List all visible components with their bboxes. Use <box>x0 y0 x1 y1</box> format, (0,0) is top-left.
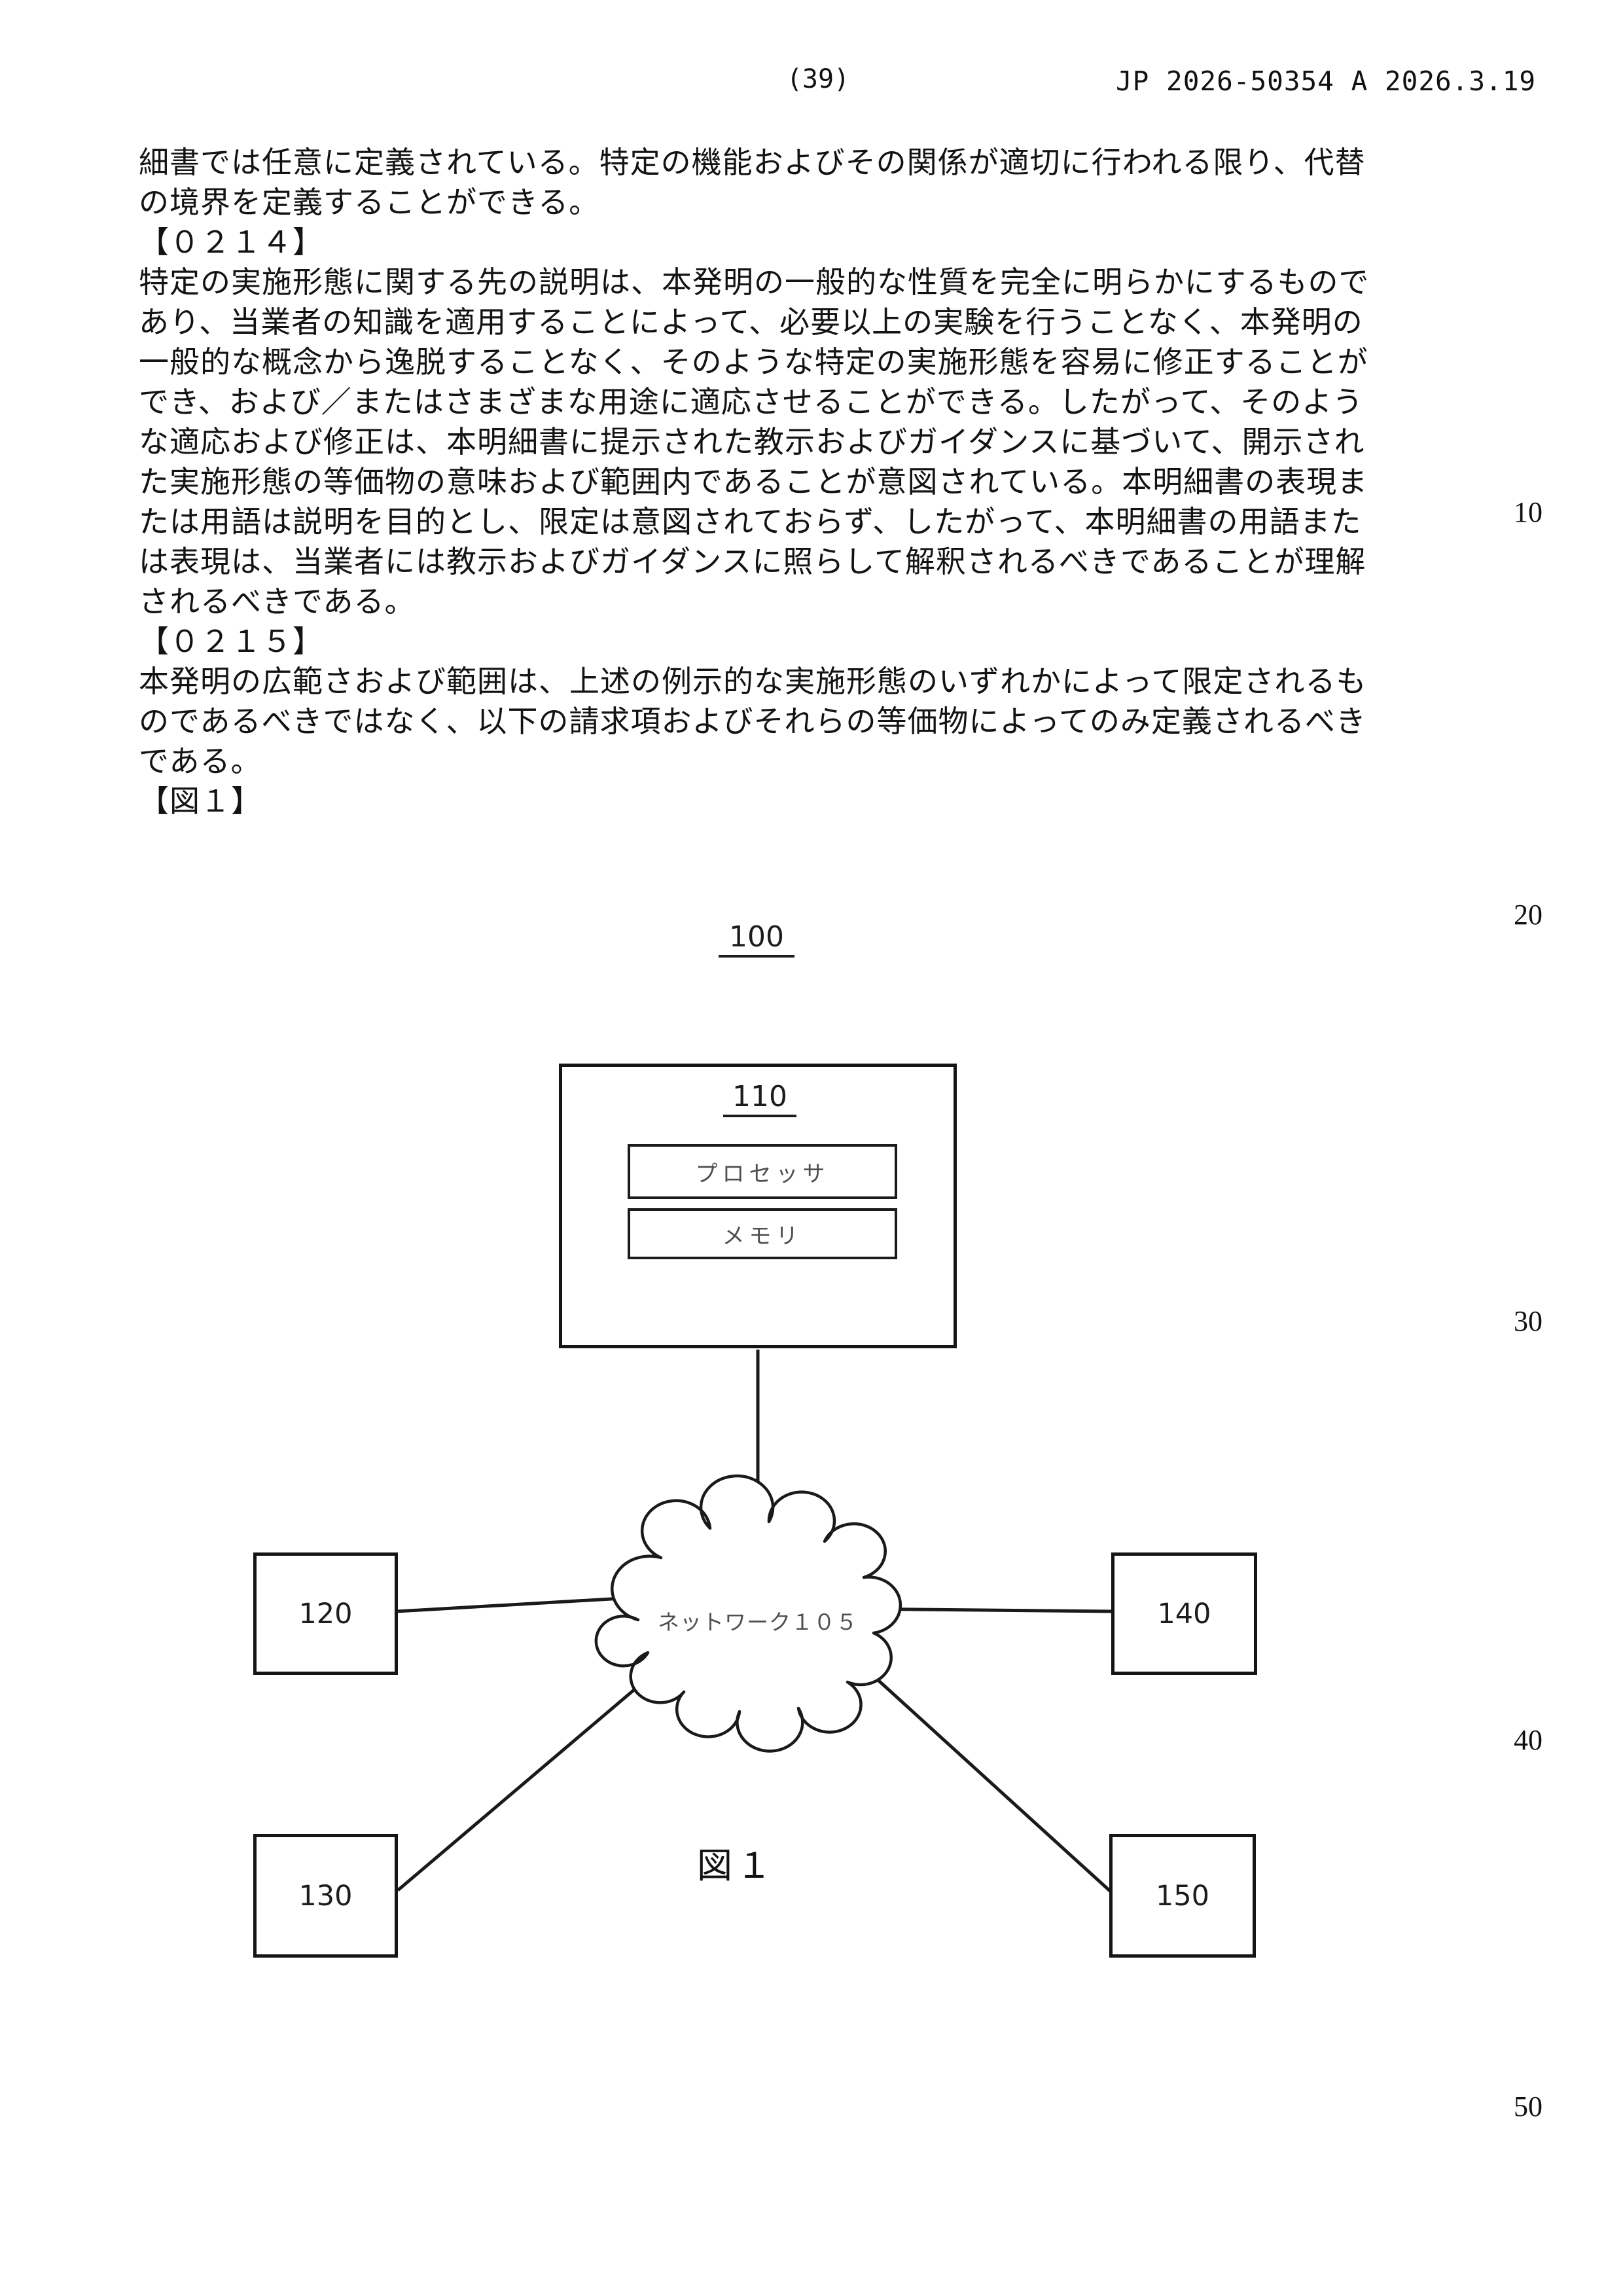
spec-line: た実施形態の等価物の意味および範囲内であることが意図されている。本明細書の表現ま <box>139 465 1368 499</box>
ref-numeral-140: 140 <box>1157 1597 1211 1630</box>
wire-network-150 <box>843 1648 1112 1893</box>
memory-box: メモリ <box>628 1208 897 1259</box>
specification-text: 細書では任意に定義されている。特定の機能およびその関係が適切に行われる限り、代替… <box>139 143 1376 821</box>
spec-line: 特定の実施形態に関する先の説明は、本発明の一般的な性質を完全に明らかにするもので <box>139 266 1370 299</box>
spec-line: は表現は、当業者には教示およびガイダンスに照らして解釈されるべきであることが理解 <box>139 545 1366 579</box>
margin-line-number-40: 40 <box>1514 1724 1543 1756</box>
client-box-130: 130 <box>253 1834 398 1958</box>
ref-numeral-120: 120 <box>298 1597 353 1630</box>
paragraph-number-0214: 【０２１４】 <box>139 226 323 259</box>
network-cloud-label: ネットワーク１０５ <box>658 1611 858 1635</box>
publication-number: JP 2026-50354 A 2026.3.19 <box>1116 65 1537 97</box>
network-cloud-shape <box>594 1474 902 1753</box>
client-box-150: 150 <box>1109 1834 1256 1958</box>
spec-line: 本発明の広範さおよび範囲は、上述の例示的な実施形態のいずれかによって限定されるも <box>139 665 1367 698</box>
figure-1-tag: 【図１】 <box>139 785 262 818</box>
spec-line: 一般的な概念から逸脱することなく、そのような特定の実施形態を容易に修正することが <box>139 346 1368 379</box>
processor-box: プロセッサ <box>628 1144 897 1199</box>
spec-line: な適応および修正は、本明細書に提示された教示およびガイダンスに基づいて、開示され <box>139 425 1365 459</box>
spec-line: あり、当業者の知識を適用することによって、必要以上の実験を行うことなく、本発明の <box>139 306 1363 339</box>
spec-line: の境界を定義することができる。 <box>139 186 600 219</box>
margin-line-number-50: 50 <box>1514 2090 1543 2123</box>
figure-caption: 図１ <box>697 1846 776 1886</box>
spec-line: 細書では任意に定義されている。特定の機能およびその関係が適切に行われる限り、代替 <box>139 146 1366 179</box>
spec-line: たは用語は説明を目的とし、限定は意図されておらず、したがって、本明細書の用語また <box>139 505 1362 539</box>
ref-numeral-130: 130 <box>298 1879 353 1912</box>
wire-130-network <box>397 1655 675 1892</box>
spec-line: でき、および／またはさまざまな用途に適応させることができる。したがって、そのよう <box>139 386 1364 419</box>
margin-line-number-10: 10 <box>1514 496 1543 528</box>
client-box-140: 140 <box>1111 1552 1257 1675</box>
memory-label: メモリ <box>722 1224 803 1249</box>
spec-line: のであるべきではなく、以下の請求項およびそれらの等価物によってのみ定義されるべき <box>139 705 1366 738</box>
margin-line-number-30: 30 <box>1514 1305 1543 1337</box>
client-box-120: 120 <box>253 1552 398 1675</box>
ref-numeral-150: 150 <box>1155 1879 1210 1912</box>
spec-line: されるべきである。 <box>139 585 416 619</box>
device-box-110: 110 プロセッサ メモリ <box>559 1064 957 1348</box>
margin-line-number-20: 20 <box>1514 899 1543 931</box>
ref-numeral-100: 100 <box>719 920 794 958</box>
sheet-page-number: (39) <box>786 64 850 94</box>
processor-label: プロセッサ <box>695 1162 830 1187</box>
spec-line: である。 <box>139 745 262 778</box>
paragraph-number-0215: 【０２１５】 <box>139 625 323 658</box>
ref-numeral-110: 110 <box>723 1080 796 1117</box>
